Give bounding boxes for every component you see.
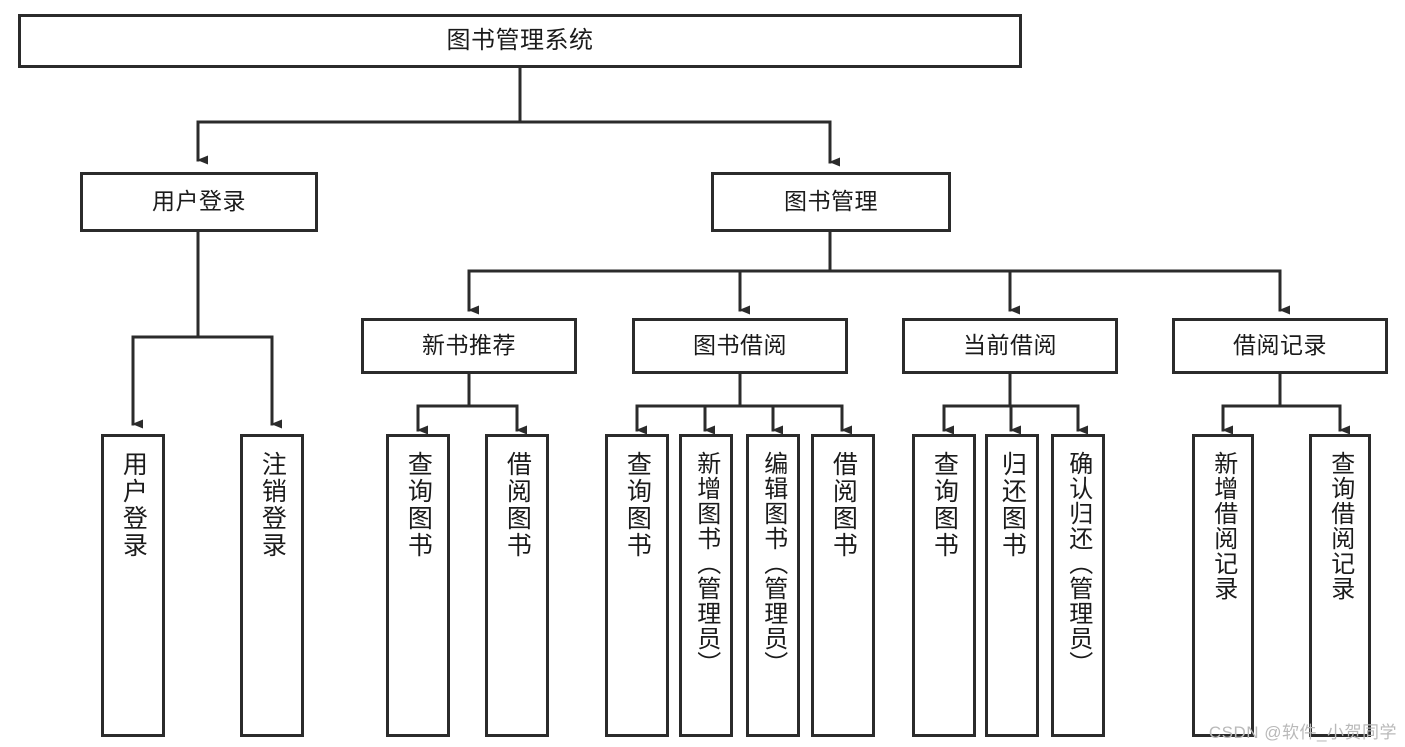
node-leaf-add-record[interactable]: 新增借阅记录	[1192, 434, 1254, 737]
node-leaf-query-book-2[interactable]: 查询图书	[605, 434, 669, 737]
node-book-manage-label: 图书管理	[784, 188, 878, 215]
node-current-borrow[interactable]: 当前借阅	[902, 318, 1118, 374]
node-leaf-borrow-book-1-label: 借阅图书	[503, 451, 532, 559]
node-book-borrow-label: 图书借阅	[693, 332, 787, 359]
csdn-watermark: CSDN @软件_小贺同学	[1208, 723, 1397, 742]
node-leaf-query-book-1-label: 查询图书	[404, 451, 433, 559]
node-leaf-borrow-book-2-label: 借阅图书	[829, 451, 858, 559]
node-user-login[interactable]: 用户登录	[80, 172, 318, 232]
node-leaf-add-book[interactable]: 新增图书（管理员）	[679, 434, 733, 737]
node-root-label: 图书管理系统	[446, 26, 594, 54]
node-leaf-user-logout-label: 注销登录	[258, 451, 287, 559]
node-book-manage[interactable]: 图书管理	[711, 172, 951, 232]
node-leaf-query-record-label: 查询借阅记录	[1326, 451, 1354, 601]
node-leaf-query-record[interactable]: 查询借阅记录	[1309, 434, 1371, 737]
node-leaf-query-book-3[interactable]: 查询图书	[912, 434, 976, 737]
node-leaf-return-book-label: 归还图书	[998, 451, 1027, 559]
node-leaf-borrow-book-2[interactable]: 借阅图书	[811, 434, 875, 737]
node-current-borrow-label: 当前借阅	[963, 332, 1057, 359]
node-leaf-edit-book-label: 编辑图书（管理员）	[759, 451, 787, 676]
node-leaf-user-login-label: 用户登录	[119, 451, 148, 559]
node-leaf-query-book-1[interactable]: 查询图书	[386, 434, 450, 737]
node-leaf-confirm-return[interactable]: 确认归还（管理员）	[1051, 434, 1105, 737]
node-leaf-edit-book[interactable]: 编辑图书（管理员）	[746, 434, 800, 737]
node-leaf-query-book-3-label: 查询图书	[930, 451, 959, 559]
node-borrow-record[interactable]: 借阅记录	[1172, 318, 1388, 374]
node-leaf-borrow-book-1[interactable]: 借阅图书	[485, 434, 549, 737]
node-leaf-add-book-label: 新增图书（管理员）	[692, 451, 720, 676]
node-root[interactable]: 图书管理系统	[18, 14, 1022, 68]
node-leaf-return-book[interactable]: 归还图书	[985, 434, 1039, 737]
node-new-book-recommend-label: 新书推荐	[422, 332, 516, 359]
node-leaf-query-book-2-label: 查询图书	[623, 451, 652, 559]
node-user-login-label: 用户登录	[152, 188, 246, 215]
node-book-borrow[interactable]: 图书借阅	[632, 318, 848, 374]
node-leaf-user-login[interactable]: 用户登录	[101, 434, 165, 737]
node-borrow-record-label: 借阅记录	[1233, 332, 1327, 359]
node-leaf-confirm-return-label: 确认归还（管理员）	[1064, 451, 1092, 676]
node-new-book-recommend[interactable]: 新书推荐	[361, 318, 577, 374]
node-leaf-add-record-label: 新增借阅记录	[1209, 451, 1237, 601]
node-leaf-user-logout[interactable]: 注销登录	[240, 434, 304, 737]
